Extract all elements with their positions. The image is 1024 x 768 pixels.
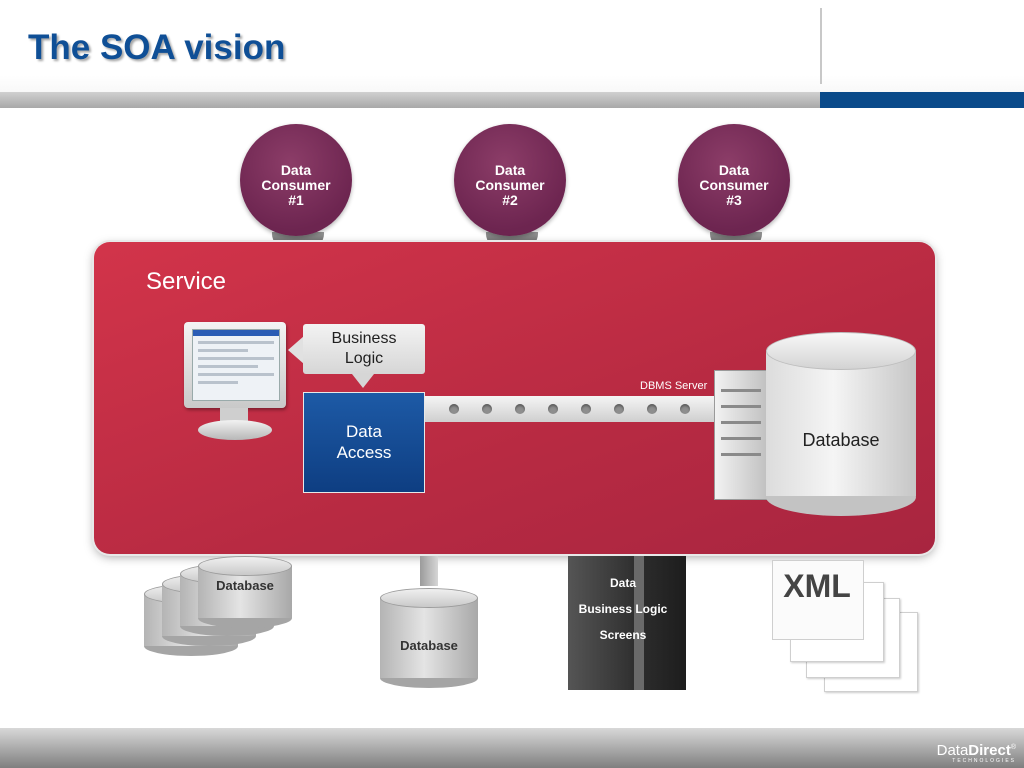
title-underline-gray (0, 92, 820, 108)
data-consumer-1-label: Data Consumer #1 (261, 162, 331, 208)
database-cylinder-top (766, 332, 916, 370)
mainframe-line-data: Data (609, 576, 636, 590)
datadirect-logo: DataDirect® TECHNOLOGIES (937, 742, 1016, 764)
database-label: Database (802, 430, 880, 450)
monitor-icon (184, 322, 286, 408)
data-consumer-3-label: Data Consumer #3 (699, 162, 769, 208)
title-bar (0, 0, 1024, 108)
database-single-cylinder (380, 588, 478, 688)
footer-bar: DataDirect® TECHNOLOGIES (0, 728, 1024, 768)
logo-subtitle: TECHNOLOGIES (952, 758, 1016, 764)
mainframe-server (568, 556, 686, 690)
data-consumer-3: Data Consumer #3 (678, 124, 790, 236)
data-pipe (425, 396, 725, 422)
mainframe-text: Data Business Logic Screens (568, 570, 678, 648)
database-stack-cylinder (198, 556, 292, 628)
data-consumer-1: Data Consumer #1 (240, 124, 352, 236)
data-consumer-2-label: Data Consumer #2 (475, 162, 545, 208)
data-consumer-2: Data Consumer #2 (454, 124, 566, 236)
slide-title: The SOA vision (28, 28, 286, 67)
monitor-stand (220, 408, 248, 422)
xml-document-front (772, 560, 864, 640)
monitor-screen (192, 329, 280, 401)
monitor-base (198, 420, 272, 440)
logo-emphasis: Direct (968, 742, 1011, 759)
mainframe-line-business-logic: Business Logic (578, 602, 668, 616)
xml-label: XML (783, 568, 851, 604)
monitor-connector (288, 336, 304, 364)
title-divider (820, 8, 822, 84)
logo-mark: ® (1010, 744, 1016, 751)
database-connector-stub (420, 556, 438, 586)
dbms-server-label: DBMS Server (640, 380, 708, 392)
title-underline-blue (820, 92, 1024, 108)
database-stack-label: Database (216, 578, 274, 593)
database-single-label: Database (400, 638, 458, 653)
logo-prefix: Data (936, 742, 969, 759)
mainframe-line-screens: Screens (599, 628, 647, 642)
service-label: Service (146, 268, 227, 295)
database-cylinder (766, 350, 916, 496)
server-tower-icon (714, 370, 772, 500)
business-logic-arrow (352, 374, 374, 388)
